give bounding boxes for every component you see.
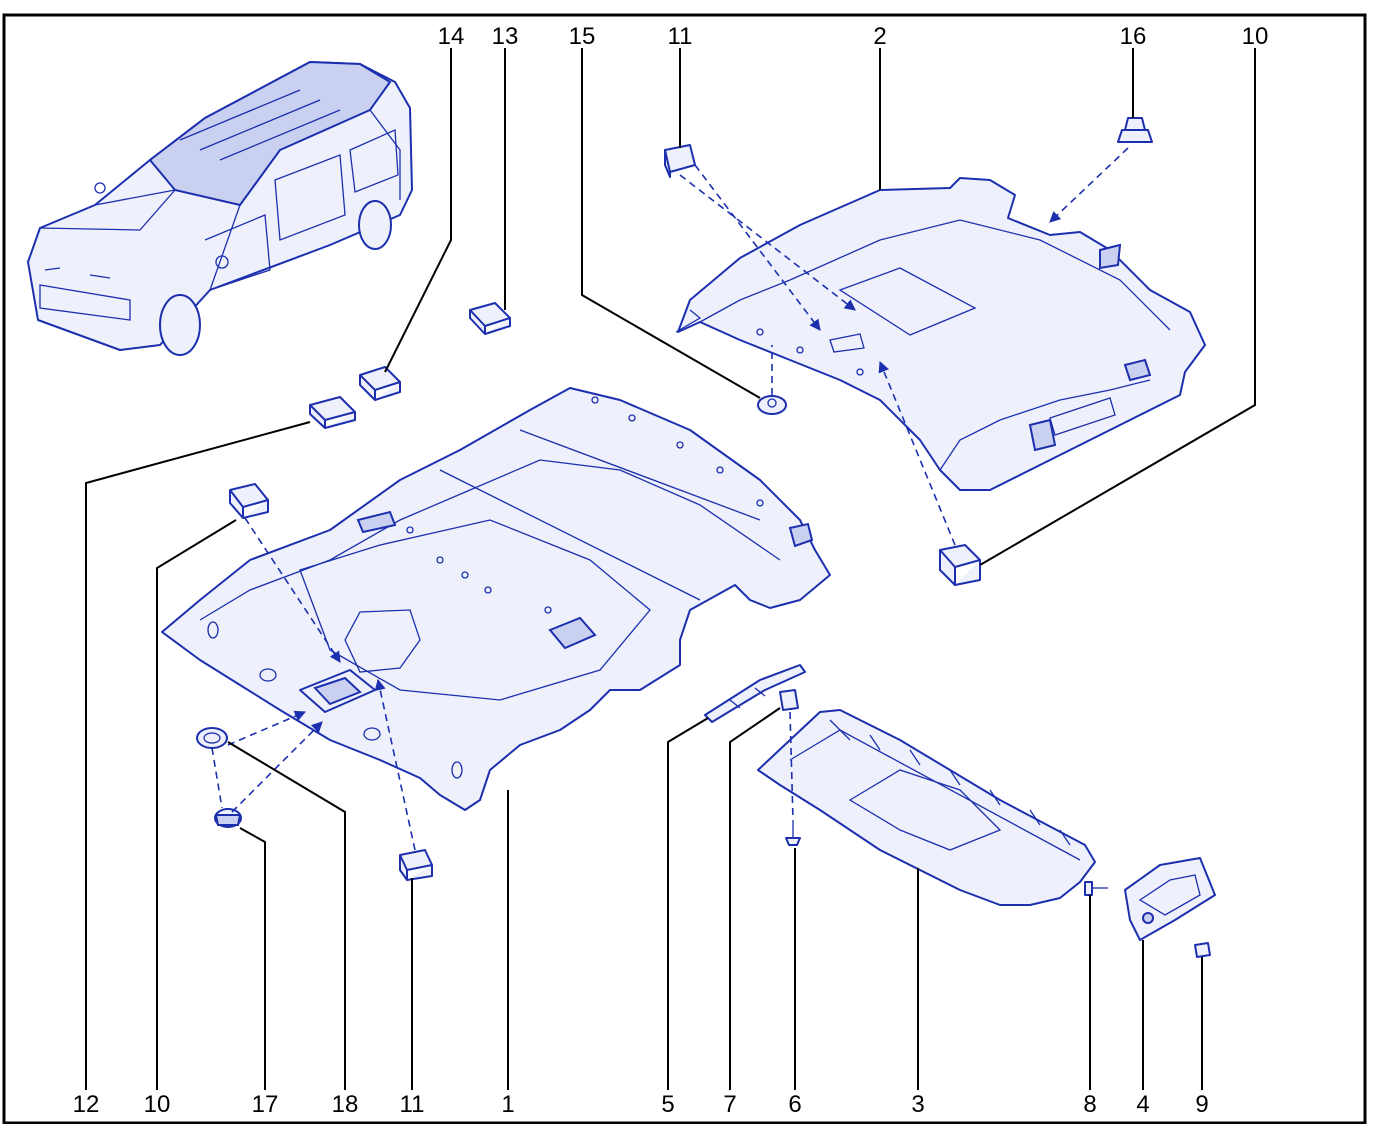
callout-11-bottom: 11 bbox=[400, 1091, 425, 1118]
callout-8: 8 bbox=[1083, 1091, 1096, 1118]
pad-13 bbox=[469, 302, 511, 335]
pad-10-right bbox=[939, 544, 981, 586]
pad-10-left bbox=[229, 483, 269, 519]
part-4-handle bbox=[1124, 857, 1216, 941]
cap-17 bbox=[214, 808, 242, 828]
callout-7: 7 bbox=[723, 1091, 736, 1118]
part-5-rail bbox=[704, 664, 806, 723]
clip-7 bbox=[779, 689, 799, 711]
clip-15 bbox=[757, 395, 787, 415]
pad-11-bottom bbox=[399, 849, 433, 881]
callout-5: 5 bbox=[661, 1091, 674, 1118]
screw-6 bbox=[785, 820, 801, 846]
callout-13: 13 bbox=[492, 23, 519, 50]
pad-blocks bbox=[229, 144, 981, 881]
callout-10-bottom: 10 bbox=[144, 1091, 171, 1118]
callout-16: 16 bbox=[1120, 23, 1147, 50]
callout-6: 6 bbox=[788, 1091, 801, 1118]
callout-18: 18 bbox=[332, 1091, 359, 1118]
leader-lines bbox=[85, 48, 1256, 1090]
callout-3: 3 bbox=[911, 1091, 924, 1118]
callout-12: 12 bbox=[73, 1091, 100, 1118]
callout-15: 15 bbox=[569, 23, 596, 50]
pad-12 bbox=[309, 396, 356, 429]
callout-2: 2 bbox=[873, 23, 886, 50]
callouts-bottom: 12 10 17 18 11 1 5 7 6 3 8 4 9 bbox=[73, 1091, 1209, 1118]
part-1-main-headliner bbox=[161, 387, 831, 811]
pad-11-top bbox=[664, 144, 696, 178]
callout-14: 14 bbox=[438, 23, 465, 50]
clip-16 bbox=[1117, 117, 1153, 143]
ring-18 bbox=[196, 727, 228, 749]
callout-4: 4 bbox=[1136, 1091, 1149, 1118]
callout-9: 9 bbox=[1195, 1091, 1208, 1118]
vehicle-illustration bbox=[27, 60, 413, 356]
callout-11-top: 11 bbox=[668, 23, 693, 50]
part-3-shelf bbox=[757, 709, 1096, 906]
pad-14 bbox=[359, 366, 401, 401]
drawing-frame bbox=[2, 13, 1367, 1125]
assembly-lines bbox=[211, 147, 1129, 851]
callout-17: 17 bbox=[252, 1091, 279, 1118]
part-2-rear-headliner bbox=[675, 177, 1206, 491]
nut-9 bbox=[1194, 942, 1211, 958]
callouts-top: 14 13 15 11 2 16 10 bbox=[438, 23, 1269, 50]
callout-10-top: 10 bbox=[1242, 23, 1269, 50]
callout-1: 1 bbox=[501, 1091, 514, 1118]
screw-8 bbox=[1084, 881, 1108, 896]
